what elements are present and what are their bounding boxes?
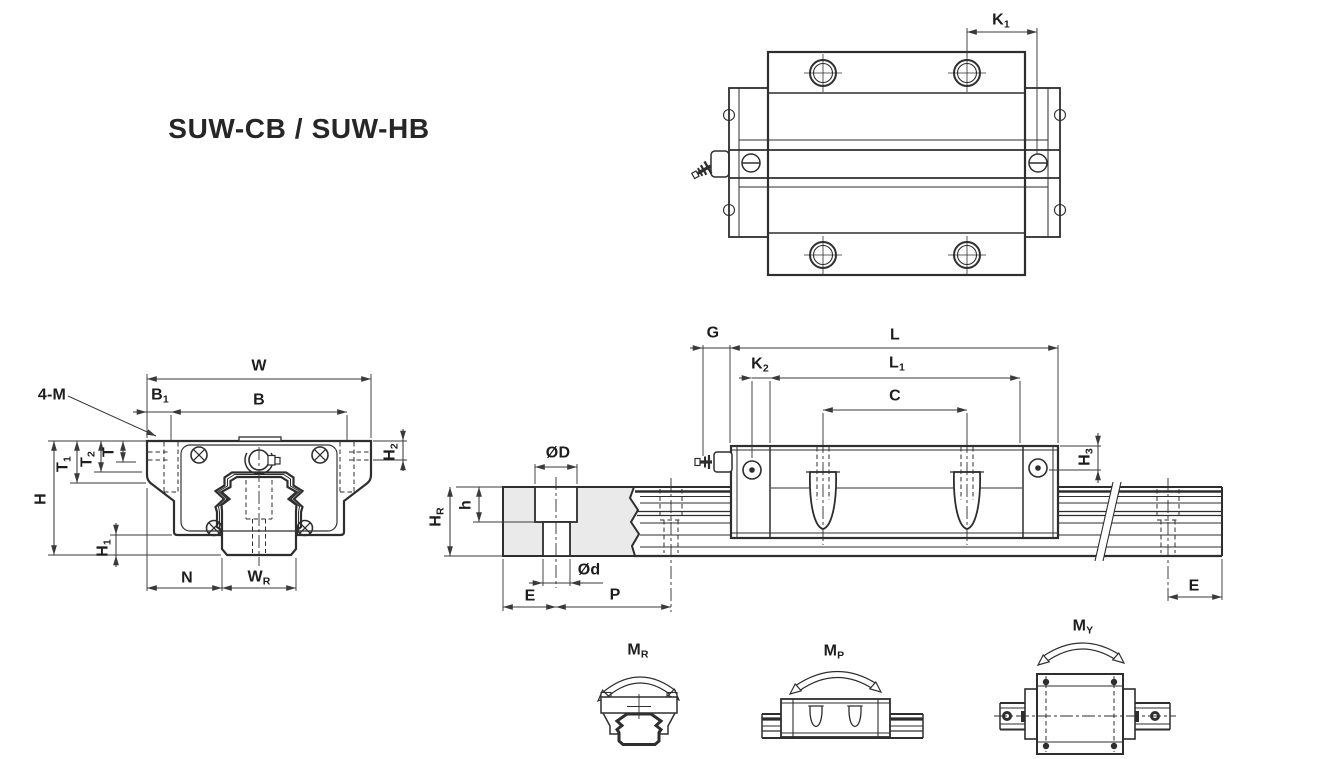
moment-diagram-my	[994, 642, 1176, 755]
dim-label-b1: B1	[151, 386, 169, 406]
dim-label-hr: HR	[427, 507, 447, 527]
rail-cross-section	[444, 464, 672, 611]
dim-label-c: C	[889, 387, 901, 405]
front-view-carriage-on-rail	[48, 374, 407, 591]
dim-label-l1: L1	[888, 354, 906, 374]
grease-nipple-side	[694, 451, 733, 473]
dim-label-w: W	[251, 357, 267, 375]
dim-label-h3: H3	[1076, 448, 1096, 466]
dim-label-od-small: Ød	[577, 561, 601, 579]
dim-label-k2: K2	[751, 355, 769, 375]
rail-profile	[219, 475, 299, 557]
side-view-dimensions	[690, 345, 1223, 600]
moment-label-mp: MP	[823, 642, 845, 662]
dim-label-od-cap: ØD	[545, 444, 571, 462]
moment-diagram-mr	[596, 676, 681, 746]
drawing-title: SUW-CB / SUW-HB	[168, 113, 430, 144]
carriage-side-view	[694, 440, 1060, 545]
rail-profile-mini	[614, 712, 664, 746]
dim-label-wr: WR	[247, 568, 271, 588]
dim-label-g: G	[706, 324, 720, 342]
dim-label-e-left: E	[524, 587, 536, 605]
moment-label-my: MY	[1072, 617, 1094, 637]
dim-label-h: H	[32, 493, 50, 505]
dim-label-n: N	[181, 569, 193, 587]
dim-label-t: T	[100, 447, 118, 457]
hidden-holes-front	[148, 442, 370, 566]
dim-label-h1: H1	[94, 539, 114, 557]
rail-section-dimensions	[444, 464, 672, 611]
dim-label-p: P	[609, 586, 621, 604]
dim-label-h-small: h	[457, 500, 475, 510]
dim-k1	[966, 28, 1038, 153]
dim-label-t2: T2	[78, 450, 98, 468]
front-view-dimensions	[48, 374, 407, 591]
top-view-carriage	[690, 28, 1067, 277]
dim-label-4m: 4-M	[37, 386, 67, 404]
dim-label-k1: K1	[992, 11, 1010, 31]
dim-label-e-right: E	[1188, 577, 1200, 595]
dim-label-l: L	[890, 326, 900, 344]
moment-label-mr: MR	[627, 641, 649, 661]
dim-label-b: B	[253, 391, 265, 409]
dim-label-h2: H2	[381, 443, 401, 461]
dim-label-t1: T1	[54, 455, 74, 473]
end-cap-screws	[190, 446, 329, 537]
mounting-holes	[722, 54, 1067, 274]
side-view-carriage-on-rail	[633, 345, 1223, 612]
grease-nipple-top	[690, 150, 730, 180]
moment-diagram-mp	[761, 670, 924, 739]
